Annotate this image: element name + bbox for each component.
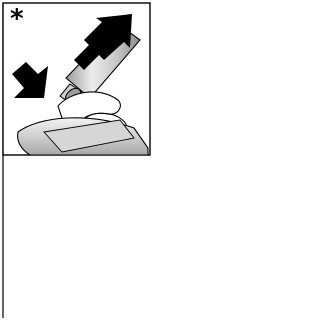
detail-inset <box>3 3 150 155</box>
inset-asterisk-marker: * <box>10 6 24 32</box>
